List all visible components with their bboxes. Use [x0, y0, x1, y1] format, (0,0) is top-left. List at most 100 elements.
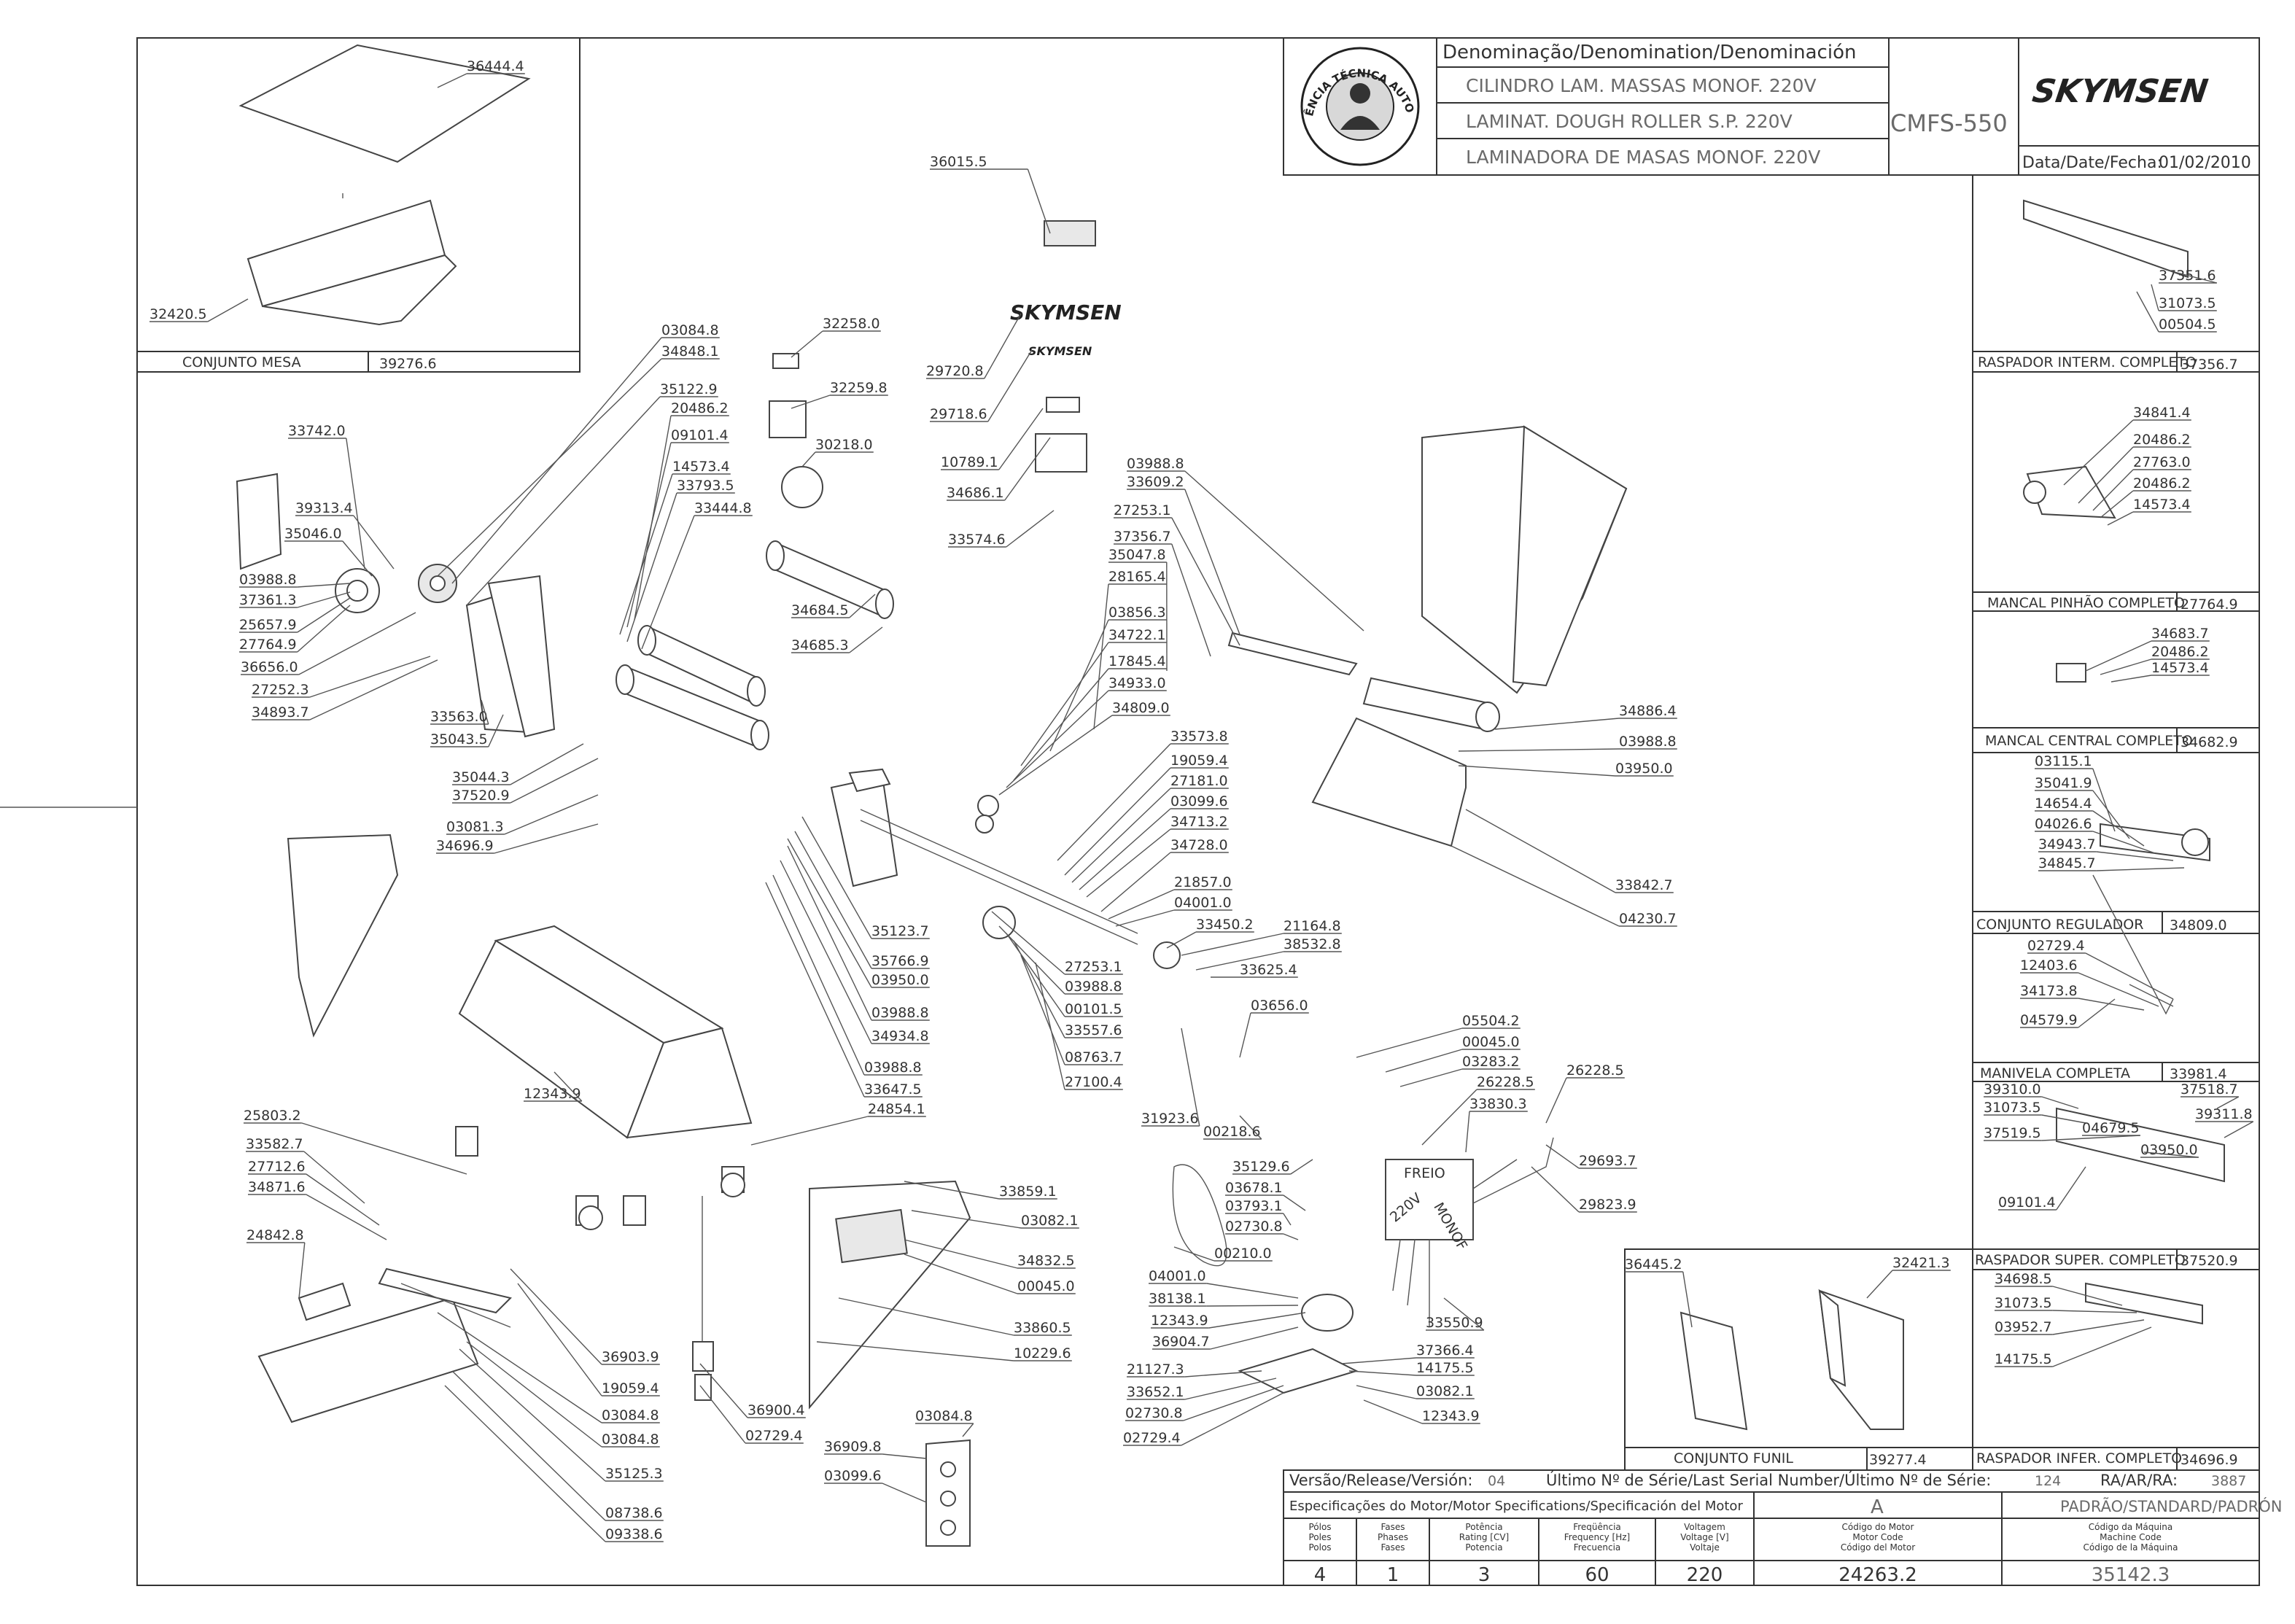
leader-line: [1064, 767, 1171, 876]
part-number-label: 33550.9: [1426, 1315, 1483, 1331]
leader-line: [1086, 828, 1171, 898]
part-number-label: 33830.3: [1469, 1096, 1527, 1112]
leader-line: [2041, 1096, 2079, 1109]
leader-line: [494, 823, 599, 854]
part-number-label: 03952.7: [1995, 1319, 2052, 1335]
leader-line: [816, 1341, 1014, 1361]
leader-line: [1465, 1111, 1470, 1153]
part-number-label: 03793.1: [1225, 1198, 1283, 1214]
leader-line: [459, 1348, 606, 1482]
part-number-label: 35129.6: [1232, 1159, 1290, 1175]
leader-line: [1006, 933, 1065, 1017]
part-number-label: 27253.1: [1065, 959, 1122, 975]
leader-line: [2085, 640, 2152, 672]
leader-line: [353, 515, 395, 570]
standard-label: PADRÃO/STANDARD/PADRÓN: [2060, 1496, 2283, 1515]
leader-line: [2224, 1121, 2254, 1138]
leader-line: [1184, 1370, 1262, 1378]
spec-column-header: Código del Motor: [1841, 1542, 1915, 1553]
leader-line: [1458, 765, 1616, 777]
leader-line: [2151, 284, 2159, 311]
leader-line: [298, 1242, 306, 1299]
date-value: 01/02/2010: [2159, 154, 2251, 172]
part-number-label: 34713.2: [1170, 814, 1228, 830]
part-number-label: 39310.0: [1984, 1081, 2041, 1097]
conjunto-mesa-box: CONJUNTO MESA 39276.6: [137, 37, 580, 373]
leader-line: [1531, 1166, 1580, 1213]
part-number-label: 27763.0: [2133, 454, 2191, 470]
part-number-label: 33557.6: [1065, 1022, 1122, 1038]
part-number-label: 32259.8: [830, 380, 888, 396]
spec-column-value: 4: [1314, 1564, 1327, 1586]
leader-line: [2078, 998, 2116, 1028]
leader-line: [991, 911, 1065, 975]
leader-line: [1208, 1312, 1306, 1329]
ra-value: 3887: [2211, 1473, 2246, 1489]
leader-line: [787, 838, 872, 988]
part-number-label: 03084.8: [602, 1431, 659, 1448]
leader-line: [1093, 583, 1109, 730]
leader-line: [510, 743, 584, 785]
leader-line: [309, 659, 438, 720]
part-number-label: 00504.5: [2159, 316, 2216, 333]
leader-line: [1465, 809, 1616, 893]
leader-line: [2092, 768, 2116, 832]
part-number-label: 00045.0: [1462, 1034, 1520, 1050]
part-number-label: 31923.6: [1141, 1111, 1199, 1127]
leader-line: [309, 656, 431, 698]
part-number-label: 03099.6: [824, 1468, 882, 1484]
part-number-label: 33573.8: [1170, 729, 1228, 745]
spec-column-value: 35142.3: [2092, 1564, 2170, 1586]
leader-line: [849, 626, 883, 653]
leader-line: [2107, 511, 2134, 526]
part-number-label: 03988.8: [1127, 456, 1184, 472]
leader-line: [2078, 998, 2145, 1011]
part-number-label: 03081.3: [446, 819, 504, 835]
part-number-label: 09101.4: [1998, 1194, 2056, 1211]
leader-line: [998, 715, 1113, 796]
subassembly-name: CONJUNTO MESA: [182, 354, 301, 370]
brand-logo: SKYMSEN: [2030, 73, 2210, 110]
leader-line: [1385, 1049, 1463, 1073]
leader-line: [911, 1210, 1022, 1229]
part-number-label: 32421.3: [1892, 1255, 1950, 1271]
part-number-label: 03988.8: [1619, 734, 1677, 750]
bottom-info-block: Versão/Release/Versión: 04 Último Nº de …: [1283, 1469, 2283, 1586]
part-number-label: 21127.3: [1127, 1361, 1184, 1378]
drawing-frame: [136, 37, 2260, 1586]
leader-line: [780, 860, 872, 1044]
part-number-label: 00210.0: [1214, 1246, 1272, 1262]
leader-line: [298, 612, 416, 675]
part-number-label: 33742.0: [288, 423, 346, 439]
leader-line: [1283, 1213, 1292, 1226]
part-number-label: 03082.1: [1416, 1383, 1474, 1399]
part-number-label: 27764.9: [239, 637, 297, 653]
spec-column-header: Voltagem: [1684, 1522, 1725, 1532]
part-number-label: 03084.8: [661, 322, 719, 338]
part-number-label: 10789.1: [941, 454, 998, 470]
leader-line: [626, 442, 672, 628]
leader-line: [1006, 510, 1055, 548]
part-number-label: 36900.4: [747, 1402, 805, 1418]
leader-line: [2100, 490, 2134, 518]
subassembly-code: 39277.4: [1869, 1452, 1927, 1468]
part-number-label: 36015.5: [930, 154, 987, 170]
leader-line: [1171, 517, 1240, 646]
part-number-label: 33563.0: [430, 709, 488, 725]
part-number-label: 03856.3: [1108, 605, 1166, 621]
leader-line: [791, 330, 823, 358]
part-number-label: 34943.7: [2038, 836, 2096, 852]
leader-line: [1443, 1297, 1485, 1331]
part-number-label: 37356.7: [1114, 529, 1171, 545]
part-number-label: 33652.1: [1127, 1384, 1184, 1400]
part-number-label: 03950.0: [2140, 1142, 2198, 1158]
spec-column-header: Polos: [1308, 1542, 1331, 1553]
leader-line: [987, 349, 1033, 422]
spec-column-header: Frequency [Hz]: [1564, 1532, 1631, 1542]
leader-line: [2052, 1310, 2137, 1313]
leader-line: [2063, 419, 2134, 486]
part-number-label: 29720.8: [926, 363, 984, 379]
part-number-label: 34934.8: [871, 1028, 929, 1044]
part-number-label: 35044.3: [452, 769, 510, 785]
